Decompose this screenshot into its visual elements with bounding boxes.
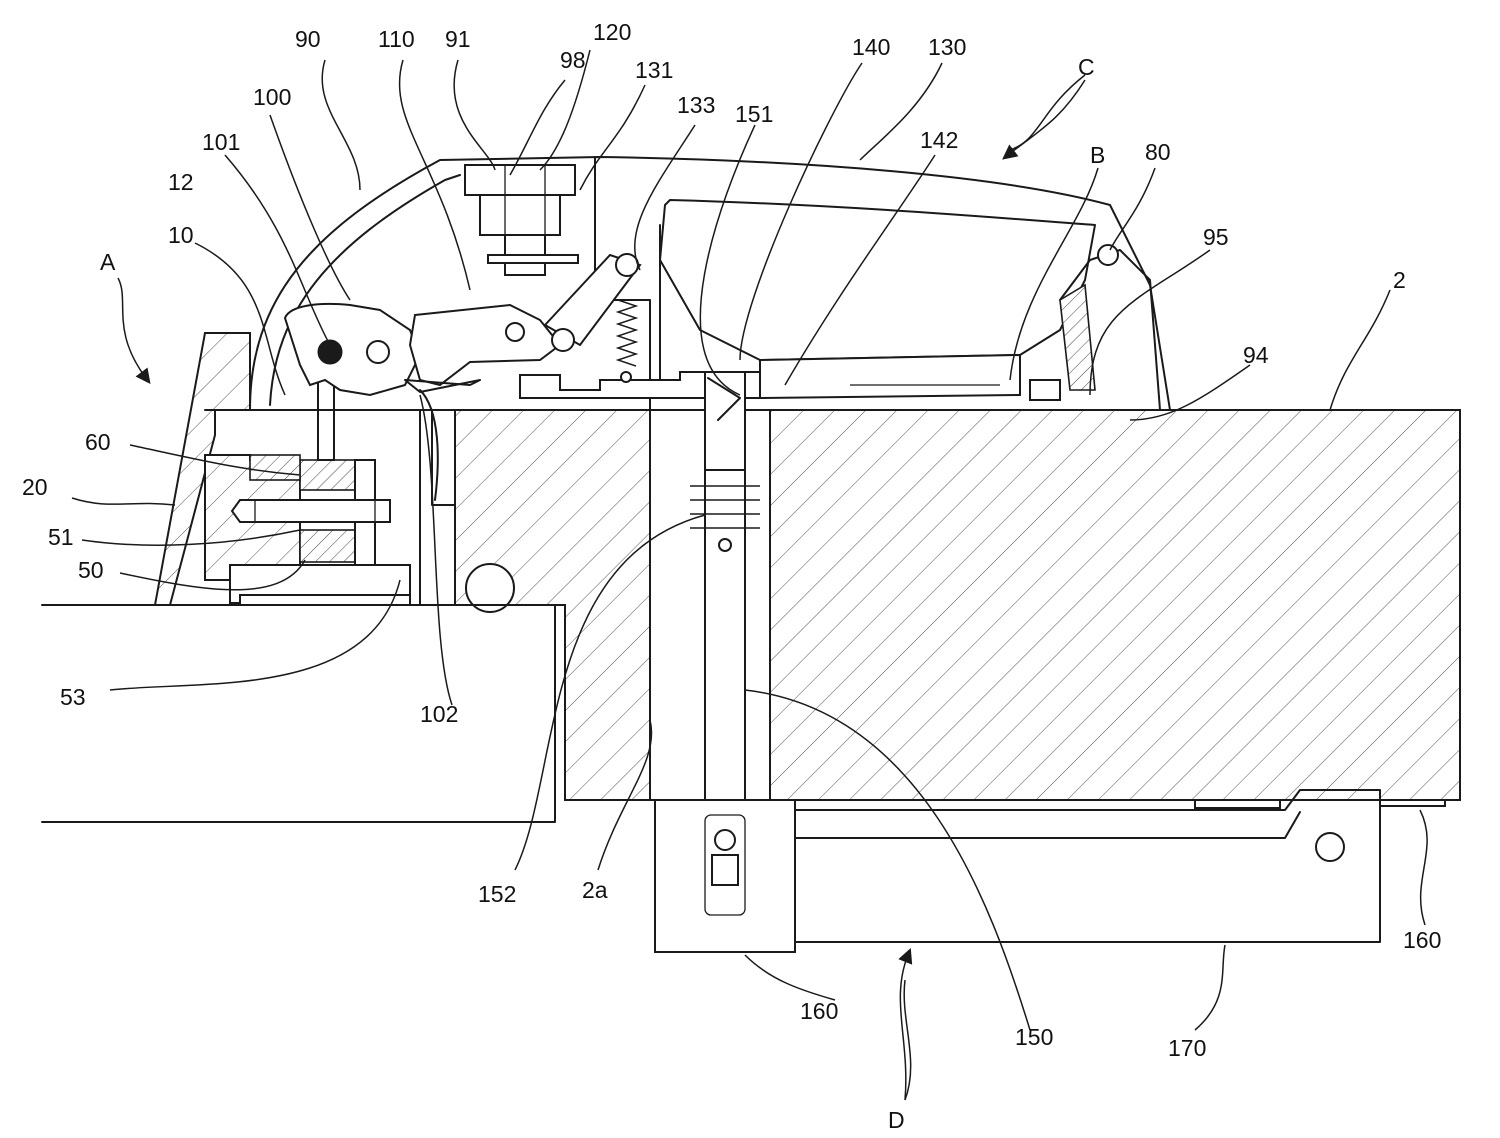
label-120: 120	[593, 19, 631, 45]
label-51: 51	[48, 524, 74, 550]
label-90: 90	[295, 26, 321, 52]
label-160-center: 160	[800, 998, 838, 1024]
label-b: B	[1090, 142, 1105, 168]
label-140: 140	[852, 34, 890, 60]
label-98: 98	[560, 47, 586, 73]
label-d: D	[888, 1107, 905, 1133]
label-160-right: 160	[1403, 927, 1441, 953]
label-94: 94	[1243, 342, 1269, 368]
label-130: 130	[928, 34, 966, 60]
label-10: 10	[168, 222, 194, 248]
label-131: 131	[635, 57, 673, 83]
label-12: 12	[168, 169, 194, 195]
label-60: 60	[85, 429, 111, 455]
label-151: 151	[735, 101, 773, 127]
label-53: 53	[60, 684, 86, 710]
label-2a: 2a	[582, 877, 608, 903]
label-142: 142	[920, 127, 958, 153]
label-110: 110	[378, 26, 415, 52]
label-100: 100	[253, 84, 291, 110]
label-170: 170	[1168, 1035, 1206, 1061]
label-152: 152	[478, 881, 516, 907]
label-a: A	[100, 249, 116, 275]
label-150: 150	[1015, 1024, 1053, 1050]
label-133: 133	[677, 92, 715, 118]
label-101: 101	[202, 129, 240, 155]
label-95: 95	[1203, 224, 1229, 250]
label-91: 91	[445, 26, 471, 52]
label-80: 80	[1145, 139, 1171, 165]
label-102: 102	[420, 701, 458, 727]
main-panel-body	[455, 410, 1460, 800]
label-20: 20	[22, 474, 48, 500]
label-2: 2	[1393, 267, 1406, 293]
label-c: C	[1078, 54, 1095, 80]
label-50: 50	[78, 557, 104, 583]
lower-lever-assembly	[655, 790, 1445, 952]
